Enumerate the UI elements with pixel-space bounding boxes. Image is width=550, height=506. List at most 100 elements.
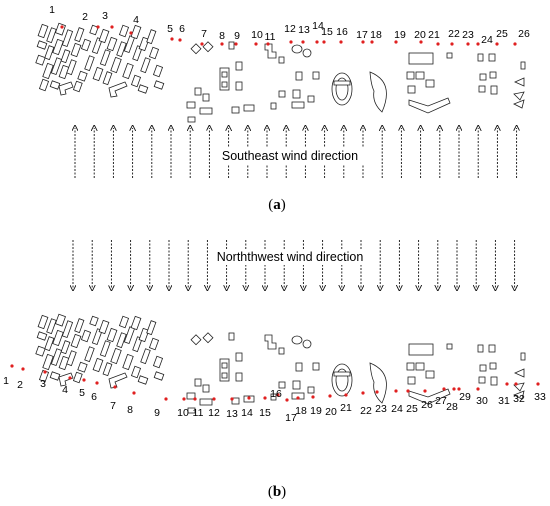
panel-b-point-29 xyxy=(457,387,461,391)
panel-a-point-label-17: 17 xyxy=(356,29,368,41)
panel-b-point-9 xyxy=(164,397,168,401)
panel-b-point-19 xyxy=(311,395,315,399)
panel-b-point-20 xyxy=(328,394,332,398)
panel-b-point-label-14: 14 xyxy=(241,407,253,419)
panel-b-point-12 xyxy=(212,397,216,401)
panel-b-point-label-10: 10 xyxy=(177,407,189,419)
panel-b-wind-label: Norththwest wind direction xyxy=(217,250,364,264)
panel-b-point-label-9: 9 xyxy=(154,407,160,419)
panel-b-point-16 xyxy=(276,393,280,397)
panel-a-point-label-7: 7 xyxy=(201,28,207,40)
panel-a-point-label-12: 12 xyxy=(284,23,296,35)
panel-b-point-label-31: 31 xyxy=(498,395,510,407)
panel-a-caption: (a) xyxy=(268,197,286,213)
panel-a-point-15 xyxy=(322,40,326,44)
panel-b-point-30 xyxy=(476,387,480,391)
panel-b-point-label-12: 12 xyxy=(208,407,220,419)
panel-a-point-label-2: 2 xyxy=(82,11,88,23)
panel-b-point-13 xyxy=(230,397,234,401)
panel-a-point-label-13: 13 xyxy=(298,24,310,36)
panel-b-point-1 xyxy=(10,364,14,368)
panel-b-point-14 xyxy=(247,396,251,400)
panel-b-point-8 xyxy=(132,391,136,395)
panel-a-point-label-16: 16 xyxy=(336,26,348,38)
panel-a-point-label-18: 18 xyxy=(370,29,382,41)
panel-b-point-label-32: 32 xyxy=(513,393,525,405)
panel-b-point-label-6: 6 xyxy=(91,391,97,403)
panel-b-point-25 xyxy=(406,389,410,393)
panel-b-point-21 xyxy=(344,393,348,397)
panel-a-point-label-8: 8 xyxy=(219,30,225,42)
panel-a-point-label-10: 10 xyxy=(251,29,263,41)
panel-b-point-5 xyxy=(82,378,86,382)
panel-b-point-label-21: 21 xyxy=(340,402,352,414)
panel-b-point-4 xyxy=(68,376,72,380)
panel-b-point-label-24: 24 xyxy=(391,403,403,415)
panel-b-point-label-23: 23 xyxy=(375,403,387,415)
panel-a-point-16 xyxy=(339,40,343,44)
panel-b-point-32 xyxy=(514,382,518,386)
panel-b-point-3 xyxy=(43,370,47,374)
panel-a-point-22 xyxy=(450,42,454,46)
panel-b-point-label-27: 27 xyxy=(435,395,447,407)
panel-b-point-label-13: 13 xyxy=(226,408,238,420)
panel-b-point-11 xyxy=(193,397,197,401)
panel-b-point-label-18: 18 xyxy=(295,405,307,417)
panel-b-point-label-25: 25 xyxy=(406,403,418,415)
panel-b-point-6 xyxy=(95,381,99,385)
panel-b-wind-label-bg xyxy=(208,249,372,265)
panel-b-point-label-26: 26 xyxy=(421,399,433,411)
panel-b-point-24 xyxy=(394,389,398,393)
panel-b-point-label-5: 5 xyxy=(79,387,85,399)
panel-b-point-2 xyxy=(21,367,25,371)
panel-b-point-17 xyxy=(285,398,289,402)
panel-a-point-19 xyxy=(394,40,398,44)
panel-a-point-14 xyxy=(315,40,319,44)
panel-a-point-label-24: 24 xyxy=(481,34,493,46)
panel-b-point-33 xyxy=(536,382,540,386)
panel-a-point-23 xyxy=(466,42,470,46)
panel-b-point-label-2: 2 xyxy=(17,379,23,391)
panel-a-point-label-23: 23 xyxy=(462,29,474,41)
panel-a-point-25 xyxy=(495,42,499,46)
panel-a-point-label-1: 1 xyxy=(49,4,55,16)
panel-a-point-21 xyxy=(436,42,440,46)
panel-a-point-3 xyxy=(110,25,114,29)
panel-b-point-22 xyxy=(361,391,365,395)
panel-b-point-18 xyxy=(296,396,300,400)
panel-a-point-6 xyxy=(178,38,182,42)
panel-b-point-label-20: 20 xyxy=(325,406,337,418)
panel-a-point-11 xyxy=(266,42,270,46)
panel-b-point-7 xyxy=(113,385,117,389)
panel-a-point-1 xyxy=(60,25,64,29)
panel-a-point-label-21: 21 xyxy=(428,29,440,41)
panel-a-point-18 xyxy=(370,40,374,44)
panel-b-point-10 xyxy=(182,397,186,401)
panel-a-point-4 xyxy=(129,31,133,35)
panel-b-point-label-11: 11 xyxy=(193,407,204,419)
panel-a-point-8 xyxy=(220,42,224,46)
panel-a-point-label-4: 4 xyxy=(133,14,139,26)
panel-a-point-13 xyxy=(301,40,305,44)
panel-a-point-label-19: 19 xyxy=(394,29,406,41)
panel-a-point-label-15: 15 xyxy=(321,26,333,38)
panel-a-point-10 xyxy=(254,42,258,46)
panel-a-point-17 xyxy=(361,40,365,44)
panel-a-point-label-14: 14 xyxy=(312,20,324,32)
panel-a-point-2 xyxy=(96,25,100,29)
panel-b-point-label-3: 3 xyxy=(40,378,46,390)
panel-a-point-label-9: 9 xyxy=(234,30,240,42)
panel-b-point-label-7: 7 xyxy=(110,400,116,412)
panel-b-point-label-16: 16 xyxy=(270,388,282,400)
panel-a-point-5 xyxy=(170,37,174,41)
panel-a-point-12 xyxy=(289,40,293,44)
panel-a-point-7 xyxy=(200,42,204,46)
panel-b-point-26 xyxy=(423,389,427,393)
panel-a-wind-label: Southeast wind direction xyxy=(222,149,358,163)
panel-a-point-label-6: 6 xyxy=(179,23,185,35)
panel-b-point-label-1: 1 xyxy=(3,375,9,387)
panel-a-wind-label-bg xyxy=(210,148,370,164)
